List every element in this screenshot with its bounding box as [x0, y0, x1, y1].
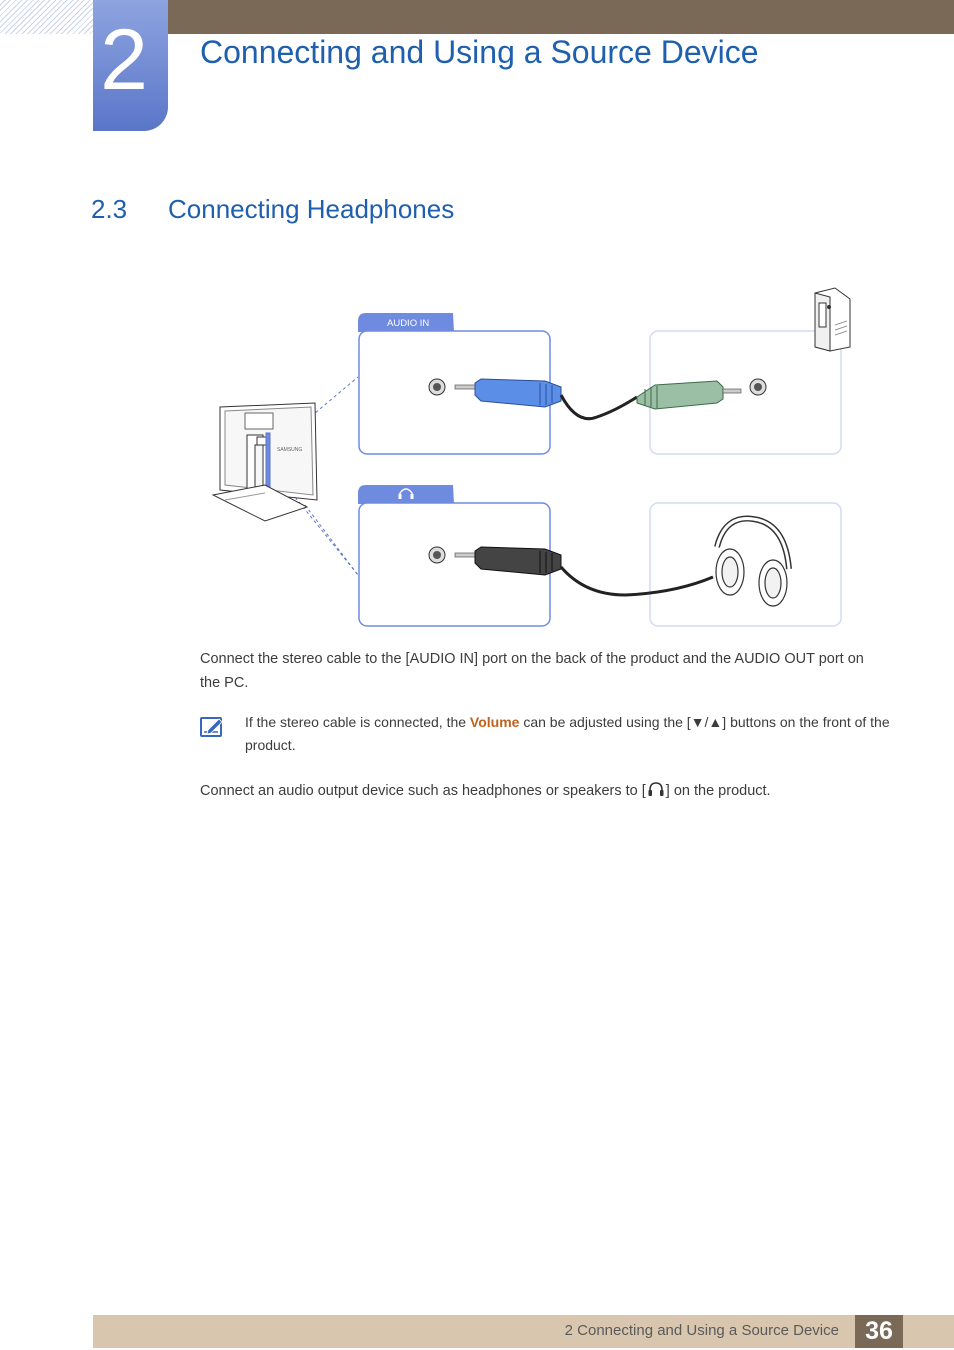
pc-tower-icon: [814, 287, 851, 352]
note-text-middle: can be adjusted using the [: [519, 714, 691, 730]
monitor-back-icon: SAMSUNG: [211, 402, 318, 522]
note-icon: [200, 717, 223, 737]
paragraph-stereo-cable: Connect the stereo cable to the [AUDIO I…: [200, 651, 864, 691]
audio-in-label: AUDIO IN: [387, 318, 429, 329]
section-number: 2.3: [91, 194, 128, 224]
headphone-port-panel: [358, 485, 551, 627]
chapter-number: 2: [100, 12, 148, 108]
audio-in-panel: AUDIO IN: [358, 313, 551, 455]
section-title: Connecting Headphones: [168, 194, 455, 224]
header-bar: [168, 0, 954, 34]
chapter-tab: 2: [93, 0, 168, 131]
audio-jack-icon: [428, 378, 767, 564]
down-up-buttons: ▼/▲: [690, 714, 723, 730]
paragraph-headphones: Connect an audio output device such as h…: [200, 779, 880, 803]
monitor-brand: SAMSUNG: [277, 447, 302, 453]
note-text-start: If the stereo cable is connected, the: [245, 714, 470, 730]
headphone-icon: [714, 515, 792, 607]
headphone-port-icon: [398, 488, 414, 499]
header-hatch-decoration: [0, 0, 93, 34]
note-text: If the stereo cable is connected, the Vo…: [245, 711, 895, 757]
volume-highlight: Volume: [469, 714, 520, 730]
chapter-title: Connecting and Using a Source Device: [200, 34, 759, 70]
stereo-plug-icon: [454, 378, 742, 421]
note-text-end: ] buttons on the front of the product.: [245, 714, 890, 753]
footer-bar: 2 Connecting and Using a Source Device 3…: [93, 1315, 954, 1348]
page-number: 36: [855, 1315, 903, 1348]
connection-diagram: SAMSUNG AUDIO IN: [205, 285, 855, 630]
headphone-plug-icon: [454, 546, 714, 597]
headphone-inline-icon: [648, 782, 664, 796]
para2-end: ] on the product.: [665, 783, 771, 799]
headphone-panel: [649, 502, 842, 627]
para2-start: Connect an audio output device such as h…: [200, 783, 646, 799]
footer-chapter-text: 2 Connecting and Using a Source Device: [564, 1322, 839, 1339]
